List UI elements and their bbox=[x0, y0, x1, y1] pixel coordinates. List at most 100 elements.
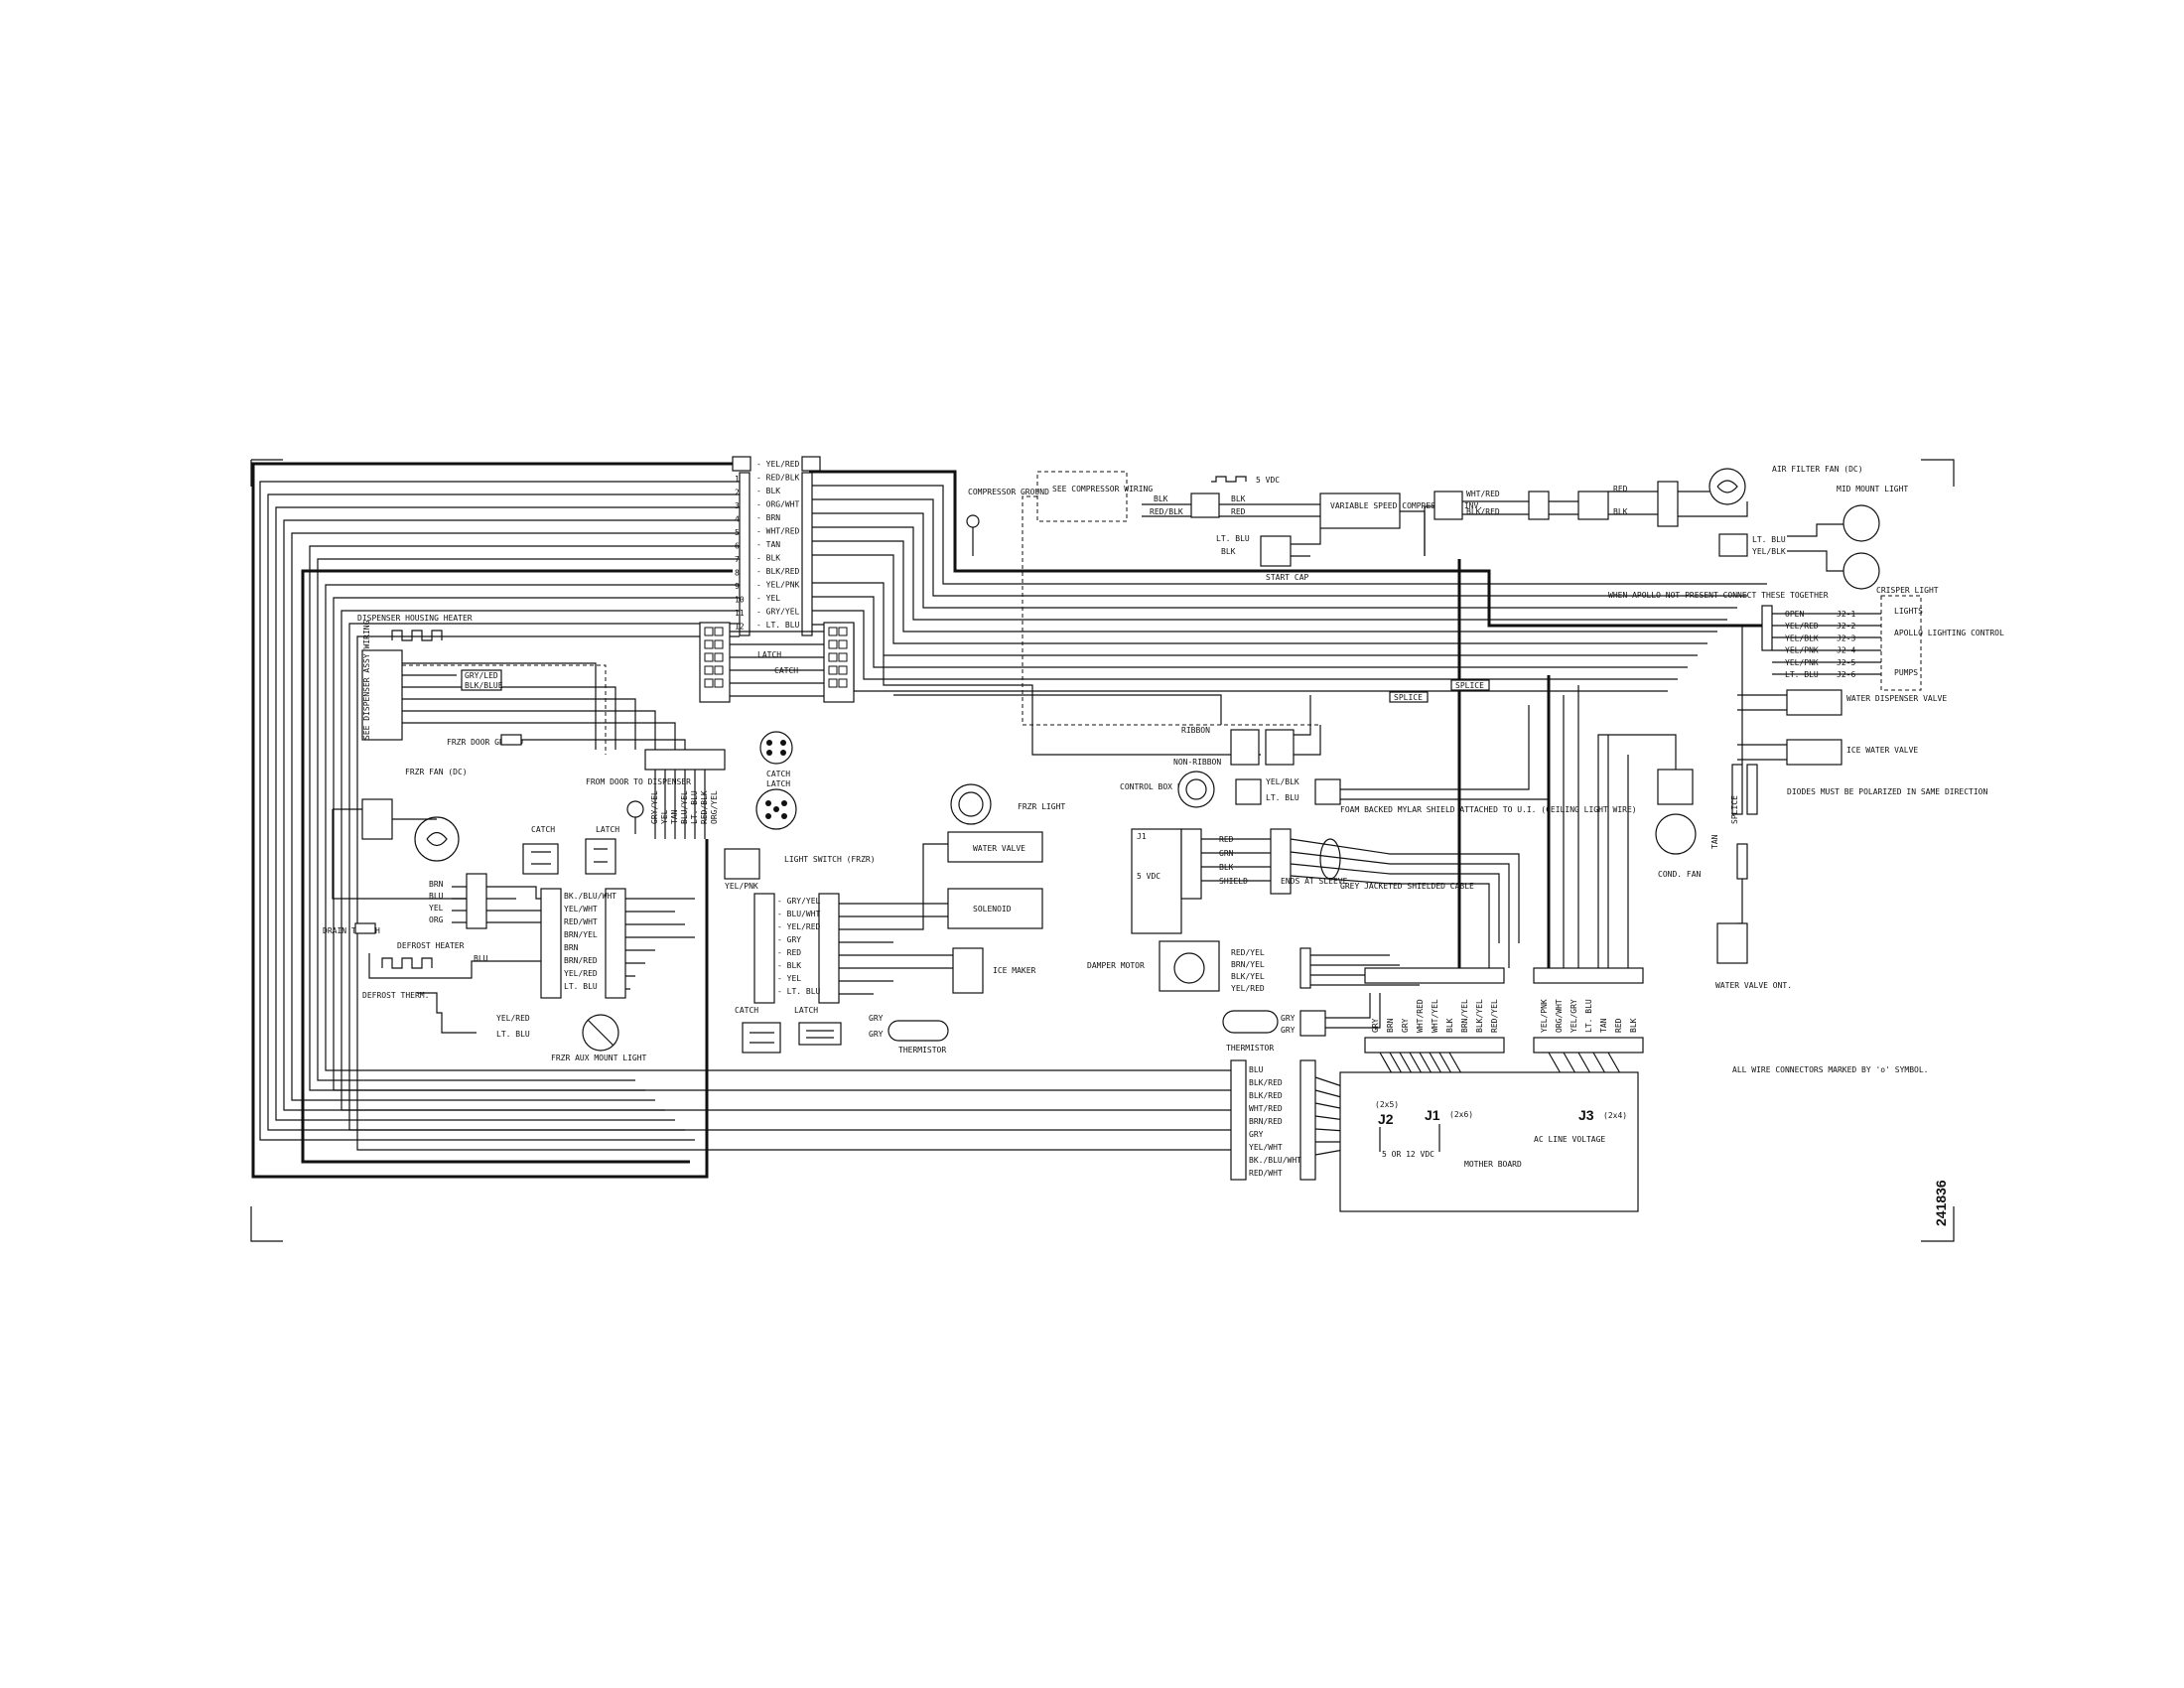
damper-motor-label: DAMPER MOTOR bbox=[1087, 961, 1145, 970]
harness-label-2: - BLK bbox=[756, 487, 780, 495]
harness-pin-4: 5 bbox=[735, 528, 740, 537]
ice-water-valve-label: ICE WATER VALVE bbox=[1846, 746, 1918, 755]
motherboard-blocks bbox=[1364, 685, 1644, 1088]
j2-row-1: BLK/RED bbox=[1249, 1078, 1283, 1087]
left-conn-row-4: BRN bbox=[564, 943, 579, 952]
water-valve-ont-label: WATER VALVE ONT. bbox=[1715, 981, 1792, 990]
left-latch-label: LATCH bbox=[596, 825, 619, 834]
light-switch-label: LIGHT SWITCH (FRZR) bbox=[784, 855, 876, 864]
left-conn-row-7: LT. BLU bbox=[564, 982, 598, 991]
j2-row-2: BLK/RED bbox=[1249, 1091, 1283, 1100]
j1-block-label-5: BLK bbox=[1445, 1018, 1454, 1033]
dispenser-heater-label: DISPENSER HOUSING HEATER bbox=[357, 614, 473, 623]
damper-wire-2: BLK/YEL bbox=[1231, 972, 1265, 981]
thick-wires bbox=[251, 462, 1767, 1179]
j3-block-label-3: LT. BLU bbox=[1584, 999, 1593, 1033]
ac-line-label: AC LINE VOLTAGE bbox=[1534, 1135, 1605, 1144]
top-right-section: WHT/RED BLK/RED RED BLK AIR FILTER FAN (… bbox=[1389, 465, 2004, 990]
wht-red-label: WHT/RED bbox=[1466, 490, 1500, 498]
wire-lt-blu: LT. BLU bbox=[1216, 534, 1250, 543]
thermistor-center-label: THERMISTOR bbox=[1226, 1044, 1274, 1053]
red-label: RED bbox=[1613, 485, 1628, 493]
j1-bottom-label: J1 bbox=[1425, 1107, 1440, 1123]
j1-block-label-7: BLK/YEL bbox=[1475, 999, 1484, 1033]
variable-speed-label: VARIABLE SPEED COMPRESSOR / INV. bbox=[1330, 501, 1483, 510]
j3-block-label-1: ORG/WHT bbox=[1555, 999, 1564, 1033]
door-connector-pair: LATCH CATCH CATCH LATCH bbox=[699, 622, 855, 830]
start-cap-label: START CAP bbox=[1266, 573, 1309, 582]
apollo-pin-1: J2-2 bbox=[1837, 622, 1855, 631]
crop-marks bbox=[250, 459, 1955, 1242]
foam-note: FOAM BACKED MYLAR SHIELD ATTACHED TO U.I… bbox=[1340, 805, 1637, 814]
dc-note: 5 OR 12 VDC bbox=[1382, 1150, 1434, 1159]
vertical-wire-6: ORG/YEL bbox=[710, 790, 719, 824]
water-dispenser-valve-label: WATER DISPENSER VALVE bbox=[1846, 694, 1947, 703]
thermistor-mid-label: THERMISTOR bbox=[898, 1046, 946, 1055]
yel-blk-tr: YEL/BLK bbox=[1752, 547, 1786, 556]
mid-conn-row-7: - LT. BLU bbox=[777, 987, 821, 996]
therm-gry-2: GRY bbox=[1281, 1026, 1296, 1035]
j2-row-0: BLU bbox=[1249, 1065, 1264, 1074]
harness-label-1: - RED/BLK bbox=[756, 474, 800, 483]
cond-fan-label: COND. FAN bbox=[1658, 870, 1702, 879]
mid-conn-row-4: - RED bbox=[777, 948, 801, 957]
mid-catch-label: CATCH bbox=[735, 1006, 758, 1015]
grey-jacketed-label: GREY JACKETED SHIELDED CABLE bbox=[1340, 882, 1474, 891]
mid-conn-row-6: - YEL bbox=[777, 974, 801, 983]
mother-board-label: MOTHER BOARD bbox=[1464, 1160, 1522, 1169]
diodes-note: DIODES MUST BE POLARIZED IN SAME DIRECTI… bbox=[1787, 787, 1987, 796]
j2-row-5: GRY bbox=[1249, 1130, 1264, 1139]
harness-pin-5: 6 bbox=[735, 542, 740, 551]
left-catch-label: CATCH bbox=[531, 825, 555, 834]
defrost-heater-label: DEFROST HEATER bbox=[397, 941, 465, 950]
j3-block-label-0: YEL/PNK bbox=[1540, 999, 1549, 1033]
damper-wire-1: BRN/YEL bbox=[1231, 960, 1265, 969]
left-conn-row-0: BK./BLU/WHT bbox=[564, 892, 616, 901]
mid-conn-row-5: - BLK bbox=[777, 961, 801, 970]
water-valve-label: WATER VALVE bbox=[973, 844, 1025, 853]
left-conn-row-2: RED/WHT bbox=[564, 917, 598, 926]
gry-label-2: GRY bbox=[869, 1030, 884, 1039]
lights-label: LIGHTS bbox=[1894, 607, 1923, 616]
vertical-wire-3: BLU/YEL bbox=[680, 790, 689, 824]
gry-label-1: GRY bbox=[869, 1014, 884, 1023]
harness-label-0: - YEL/RED bbox=[756, 460, 800, 469]
wire-blk-1: BLK bbox=[1154, 494, 1168, 503]
harness-label-3: - ORG/WHT bbox=[756, 500, 800, 509]
harness-pin-3: 4 bbox=[735, 515, 740, 524]
harness-wire-labels: - YEL/RED- RED/BLK- BLK- ORG/WHT- BRN- W… bbox=[756, 460, 800, 630]
harness-label-6: - TAN bbox=[756, 540, 780, 549]
compressor-ground-label: COMPRESSOR GROUND bbox=[968, 488, 1049, 496]
apollo-row-2: YEL/BLK bbox=[1785, 633, 1819, 642]
j2-label: J2 bbox=[1378, 1111, 1394, 1127]
ui-section: RIBBON NON-RIBBON CONTROL BOX LIGHT YEL/… bbox=[1087, 695, 1637, 1053]
blk-red-label: BLK/RED bbox=[1466, 507, 1500, 516]
harness-pin-10: 11 bbox=[735, 609, 745, 618]
harness-pin-1: 2 bbox=[735, 489, 740, 497]
pumps-label: PUMPS bbox=[1894, 668, 1918, 677]
door-dispenser: FROM DOOR TO DISPENSER CATCH LATCH bbox=[522, 777, 691, 875]
harness-label-10: - YEL bbox=[756, 594, 780, 603]
frzr-light-label: FRZR LIGHT bbox=[1018, 802, 1065, 811]
splice-2: SPLICE bbox=[1455, 681, 1484, 690]
ice-maker-label: ICE MAKER bbox=[993, 966, 1036, 975]
left-conn-row-5: BRN/RED bbox=[564, 956, 598, 965]
j1-block-label-6: BRN/YEL bbox=[1460, 999, 1469, 1033]
apollo-pin-2: J2-3 bbox=[1837, 633, 1855, 642]
harness-label-5: - WHT/RED bbox=[756, 527, 800, 536]
apollo-row-1: YEL/RED bbox=[1785, 622, 1819, 631]
j2-row-7: BK./BLU/WHT bbox=[1249, 1156, 1301, 1165]
vertical-wire-5: RED/BLK bbox=[700, 790, 709, 824]
splice-3: SPLICE bbox=[1730, 795, 1739, 824]
ribbon-label: RIBBON bbox=[1181, 726, 1210, 735]
damper-wire-3: YEL/RED bbox=[1231, 984, 1265, 993]
j2-row-3: WHT/RED bbox=[1249, 1104, 1283, 1113]
blk-label: BLK bbox=[1613, 507, 1628, 516]
dispenser-heater: DISPENSER HOUSING HEATER SEE DISPENSER A… bbox=[357, 614, 676, 755]
